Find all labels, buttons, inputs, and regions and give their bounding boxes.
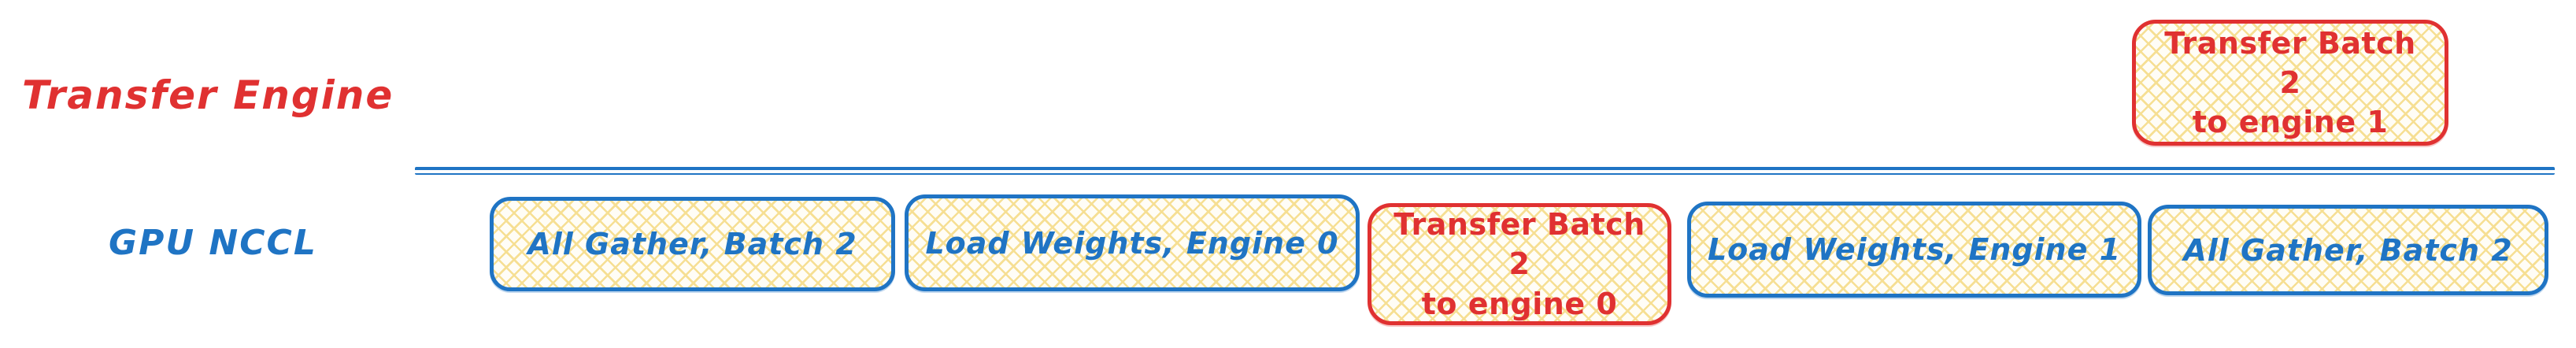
box-label: Load Weights, Engine 1 [1707, 232, 2122, 267]
row-label-gpu-nccl: GPU NCCL [109, 223, 317, 263]
box-label: All Gather, Batch 2 [527, 227, 857, 261]
timeline-axis [415, 167, 2555, 175]
box-transfer-batch2-to-engine0: Transfer Batch 2 to engine 0 [1368, 203, 1671, 325]
box-load-weights-engine1: Load Weights, Engine 1 [1687, 202, 2141, 298]
box-label: Transfer Batch 2 to engine 1 [2164, 25, 2416, 140]
box-label: All Gather, Batch 2 [2183, 232, 2513, 268]
box-transfer-batch2-to-engine1: Transfer Batch 2 to engine 1 [2132, 20, 2448, 146]
box-label: Load Weights, Engine 0 [925, 225, 1339, 261]
row-label-transfer-engine: Transfer Engine [22, 72, 394, 118]
box-load-weights-engine0: Load Weights, Engine 0 [905, 194, 1360, 291]
box-label: Transfer Batch 2 to engine 0 [1393, 207, 1645, 321]
box-all-gather-batch2-second: All Gather, Batch 2 [2148, 205, 2548, 295]
box-all-gather-batch2-first: All Gather, Batch 2 [490, 197, 895, 291]
